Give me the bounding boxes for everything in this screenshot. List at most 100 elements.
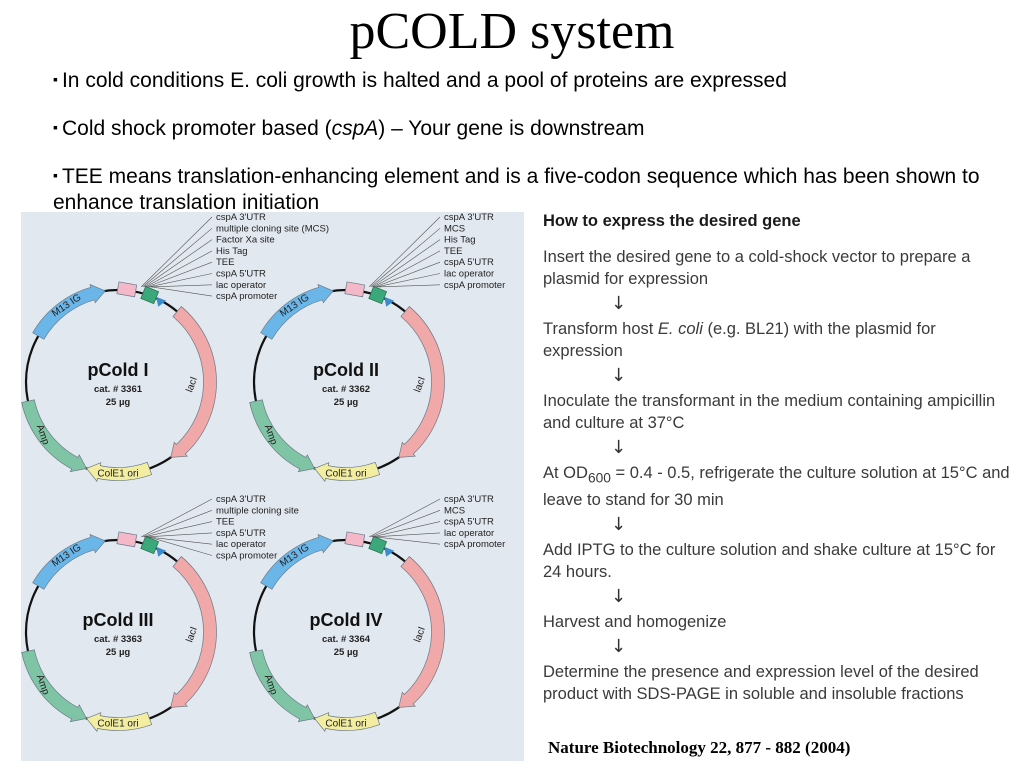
callout-leader-line — [373, 532, 441, 538]
bullet-text: ) – Your gene is downstream — [378, 117, 645, 140]
callout-leader-line — [375, 536, 441, 545]
callout-label: cspA promoter — [444, 539, 505, 550]
m13-ig-segment — [32, 533, 106, 590]
callout-leader-line — [372, 521, 441, 538]
callout-label: cspA 3'UTR — [444, 212, 494, 223]
m13-ig-segment — [32, 283, 106, 340]
cspa-promoter-arrow — [156, 296, 167, 307]
callout-leader-line — [372, 239, 441, 288]
cole1-ori-segment — [85, 461, 153, 483]
callout-label: lac operator — [444, 269, 494, 280]
callout-leader-line — [140, 216, 213, 288]
callout-label: cspA promoter — [444, 280, 505, 291]
catalog-number: cat. # 3364 — [322, 634, 371, 645]
step-6: Harvest and homogenize — [543, 613, 727, 632]
plasmid-name: pCold II — [313, 360, 379, 380]
laci-segment — [398, 556, 445, 708]
down-arrow-icon: ↓ — [611, 293, 627, 314]
cspa-promoter-arrow — [384, 296, 395, 307]
bullet-item: ▪Cold shock promoter based (cspA) – Your… — [53, 114, 983, 142]
callout-leader-line — [370, 228, 441, 288]
plasmid-name: pCold III — [83, 610, 154, 630]
laci-label: lacI — [412, 375, 428, 393]
callout-label: Factor Xa site — [216, 235, 275, 246]
cspa-5utr-box — [368, 535, 388, 555]
cspa-5utr-box — [368, 285, 388, 305]
plasmid-amount: 25 µg — [334, 647, 359, 658]
callout-leader-line — [375, 261, 441, 288]
amp-segment — [21, 399, 88, 473]
plasmid-amount: 25 µg — [106, 397, 131, 408]
laci-label: lacI — [412, 625, 428, 643]
callout-leader-line — [376, 273, 441, 288]
callout-leader-line — [150, 284, 213, 288]
callout-label: His Tag — [444, 235, 476, 246]
callout-leader-line — [148, 273, 213, 288]
callout-leader-line — [369, 498, 441, 538]
callout-leader-line — [145, 532, 213, 538]
amp-segment — [249, 399, 316, 473]
callout-leader-line — [145, 250, 213, 288]
bullet-gene-name: cspA — [331, 117, 379, 140]
callout-label: cspA 3'UTR — [216, 494, 266, 505]
callout-label: cspA promoter — [216, 551, 277, 562]
cole1-ori-label: ColE1 ori — [97, 719, 138, 730]
down-arrow-icon: ↓ — [611, 437, 627, 458]
callout-leader-line — [148, 536, 213, 556]
cspa-3utr-box — [116, 531, 138, 548]
cole1-ori-segment — [313, 461, 381, 483]
laci-label: lacI — [184, 625, 200, 643]
step-text: At OD — [543, 464, 588, 482]
step-organism: E. coli — [657, 320, 703, 338]
callout-label: multiple cloning site — [216, 505, 299, 516]
callout-leader-line — [144, 521, 213, 538]
cole1-ori-segment — [313, 711, 381, 733]
callout-leader-line — [373, 250, 441, 288]
cole1-ori-label: ColE1 ori — [325, 719, 366, 730]
callout-leader-line — [378, 284, 441, 288]
m13-ig-segment — [260, 283, 334, 340]
callout-label: cspA 5'UTR — [216, 269, 266, 280]
bullet-text: TEE means translation-enhancing element … — [53, 165, 980, 214]
cspa-promoter-arrow — [156, 546, 167, 557]
cspa-5utr-box — [140, 535, 160, 555]
cspa-3utr-box — [344, 281, 366, 298]
laci-segment — [170, 306, 217, 458]
callout-label: cspA 5'UTR — [444, 517, 494, 528]
bullet-square-icon: ▪ — [53, 167, 58, 183]
callout-label: lac operator — [216, 280, 266, 291]
callout-label: cspA 5'UTR — [216, 528, 266, 539]
laci-segment — [170, 556, 217, 708]
bullet-text: In cold conditions E. coli growth is hal… — [61, 69, 787, 92]
expression-steps: How to express the desired gene Insert t… — [543, 210, 1013, 705]
callout-leader-line — [142, 510, 213, 538]
citation: Nature Biotechnology 22, 877 - 882 (2004… — [548, 738, 851, 757]
cspa-3utr-box — [116, 281, 138, 298]
callout-label: TEE — [216, 517, 234, 528]
catalog-number: cat. # 3362 — [322, 384, 370, 395]
step-7: Determine the presence and expression le… — [543, 663, 979, 704]
callout-label: lac operator — [216, 539, 266, 550]
callout-label: TEE — [216, 257, 234, 268]
callout-label: MCS — [444, 223, 465, 234]
cspa-promoter-arrow — [384, 546, 395, 557]
slide-title: pCOLD system — [349, 3, 675, 60]
bullet-square-icon: ▪ — [53, 71, 58, 87]
bullet-list: ▪In cold conditions E. coli growth is ha… — [53, 66, 983, 216]
bullet-text: Cold shock promoter based ( — [61, 117, 332, 140]
callout-label: cspA 3'UTR — [216, 212, 266, 223]
bullet-item: ▪In cold conditions E. coli growth is ha… — [53, 66, 983, 94]
down-arrow-icon: ↓ — [611, 514, 627, 536]
plasmid-name: pCold I — [88, 360, 149, 380]
plasmid-amount: 25 µg — [334, 397, 359, 408]
amp-segment — [21, 649, 88, 723]
cspa-5utr-box — [140, 285, 160, 305]
laci-label: lacI — [184, 375, 200, 393]
steps-title: How to express the desired gene — [543, 212, 801, 230]
callout-label: TEE — [444, 246, 462, 257]
step-3: Inoculate the transformant in the medium… — [543, 392, 996, 432]
cole1-ori-label: ColE1 ori — [97, 469, 138, 480]
